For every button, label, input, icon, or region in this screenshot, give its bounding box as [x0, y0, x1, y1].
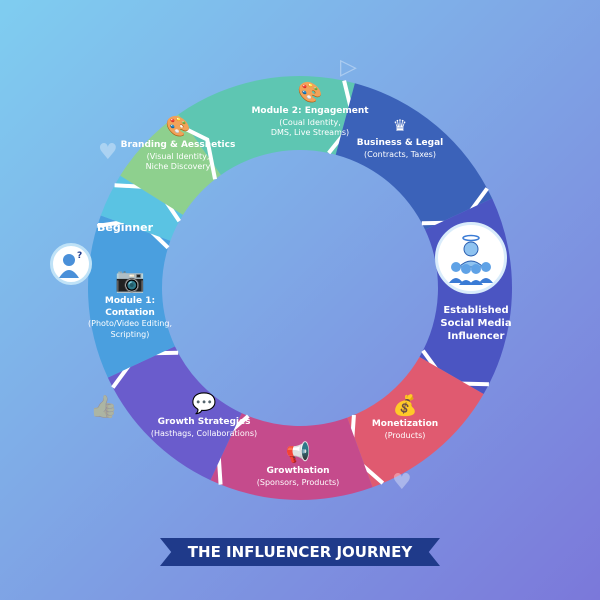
segment-module2: 🎨 Module 2: Engagement (Coual Identity, …	[251, 80, 369, 138]
segment-monetization: 💰 Monetization (Products)	[371, 393, 439, 440]
beginner-badge: ?	[50, 243, 92, 285]
svg-text:?: ?	[77, 251, 82, 261]
ring-segment-growthation	[210, 413, 373, 500]
segment-beginner: Beginner	[96, 221, 154, 234]
segment-branding: 🎨 Branding & Aesshetics (Visual Identity…	[120, 114, 236, 172]
palette-icon: 🎨	[165, 114, 191, 138]
play-icon: ▷	[340, 55, 357, 80]
segment-growth-strategies: 💬 Growth Strategies (Hasthags, Collabora…	[150, 391, 258, 438]
segment-growthation: 📢 Growthation (Sponsors, Products)	[256, 440, 340, 487]
segment-established: Established Social Media Influencer	[440, 305, 512, 342]
palette-icon: 🎨	[297, 80, 323, 104]
ring-segment-beginner	[100, 175, 183, 241]
segment-business: ♛ Business & Legal (Contracts, Taxes)	[356, 116, 444, 159]
crowd-icon	[449, 234, 493, 285]
heart-icon: ♥	[392, 470, 412, 495]
heart-icon: ♥	[98, 140, 118, 165]
thumbs-up-icon: 👍	[90, 395, 118, 420]
camera-icon: 📷	[115, 266, 145, 294]
money-bag-icon: 💰	[392, 393, 418, 417]
title-banner: THE INFLUENCER JOURNEY	[160, 538, 440, 566]
crown-icon: ♛	[392, 116, 408, 135]
arrow-separator	[168, 119, 218, 180]
established-badge	[435, 222, 507, 294]
ring-segment-growth	[107, 346, 242, 481]
ring-segment-branding	[120, 114, 221, 215]
ring-segment-module2	[178, 75, 355, 175]
megaphone-icon: 📢	[285, 440, 311, 464]
ring-segment-business	[335, 83, 493, 230]
ring-segment-monetization	[347, 357, 484, 488]
ring-segment-module1	[87, 215, 175, 378]
user-question-icon: ?	[59, 251, 82, 278]
chat-bubble-icon: 💬	[191, 391, 217, 415]
segment-module1: 📷 Module 1: Contation (Photo/Video Editi…	[88, 266, 172, 339]
